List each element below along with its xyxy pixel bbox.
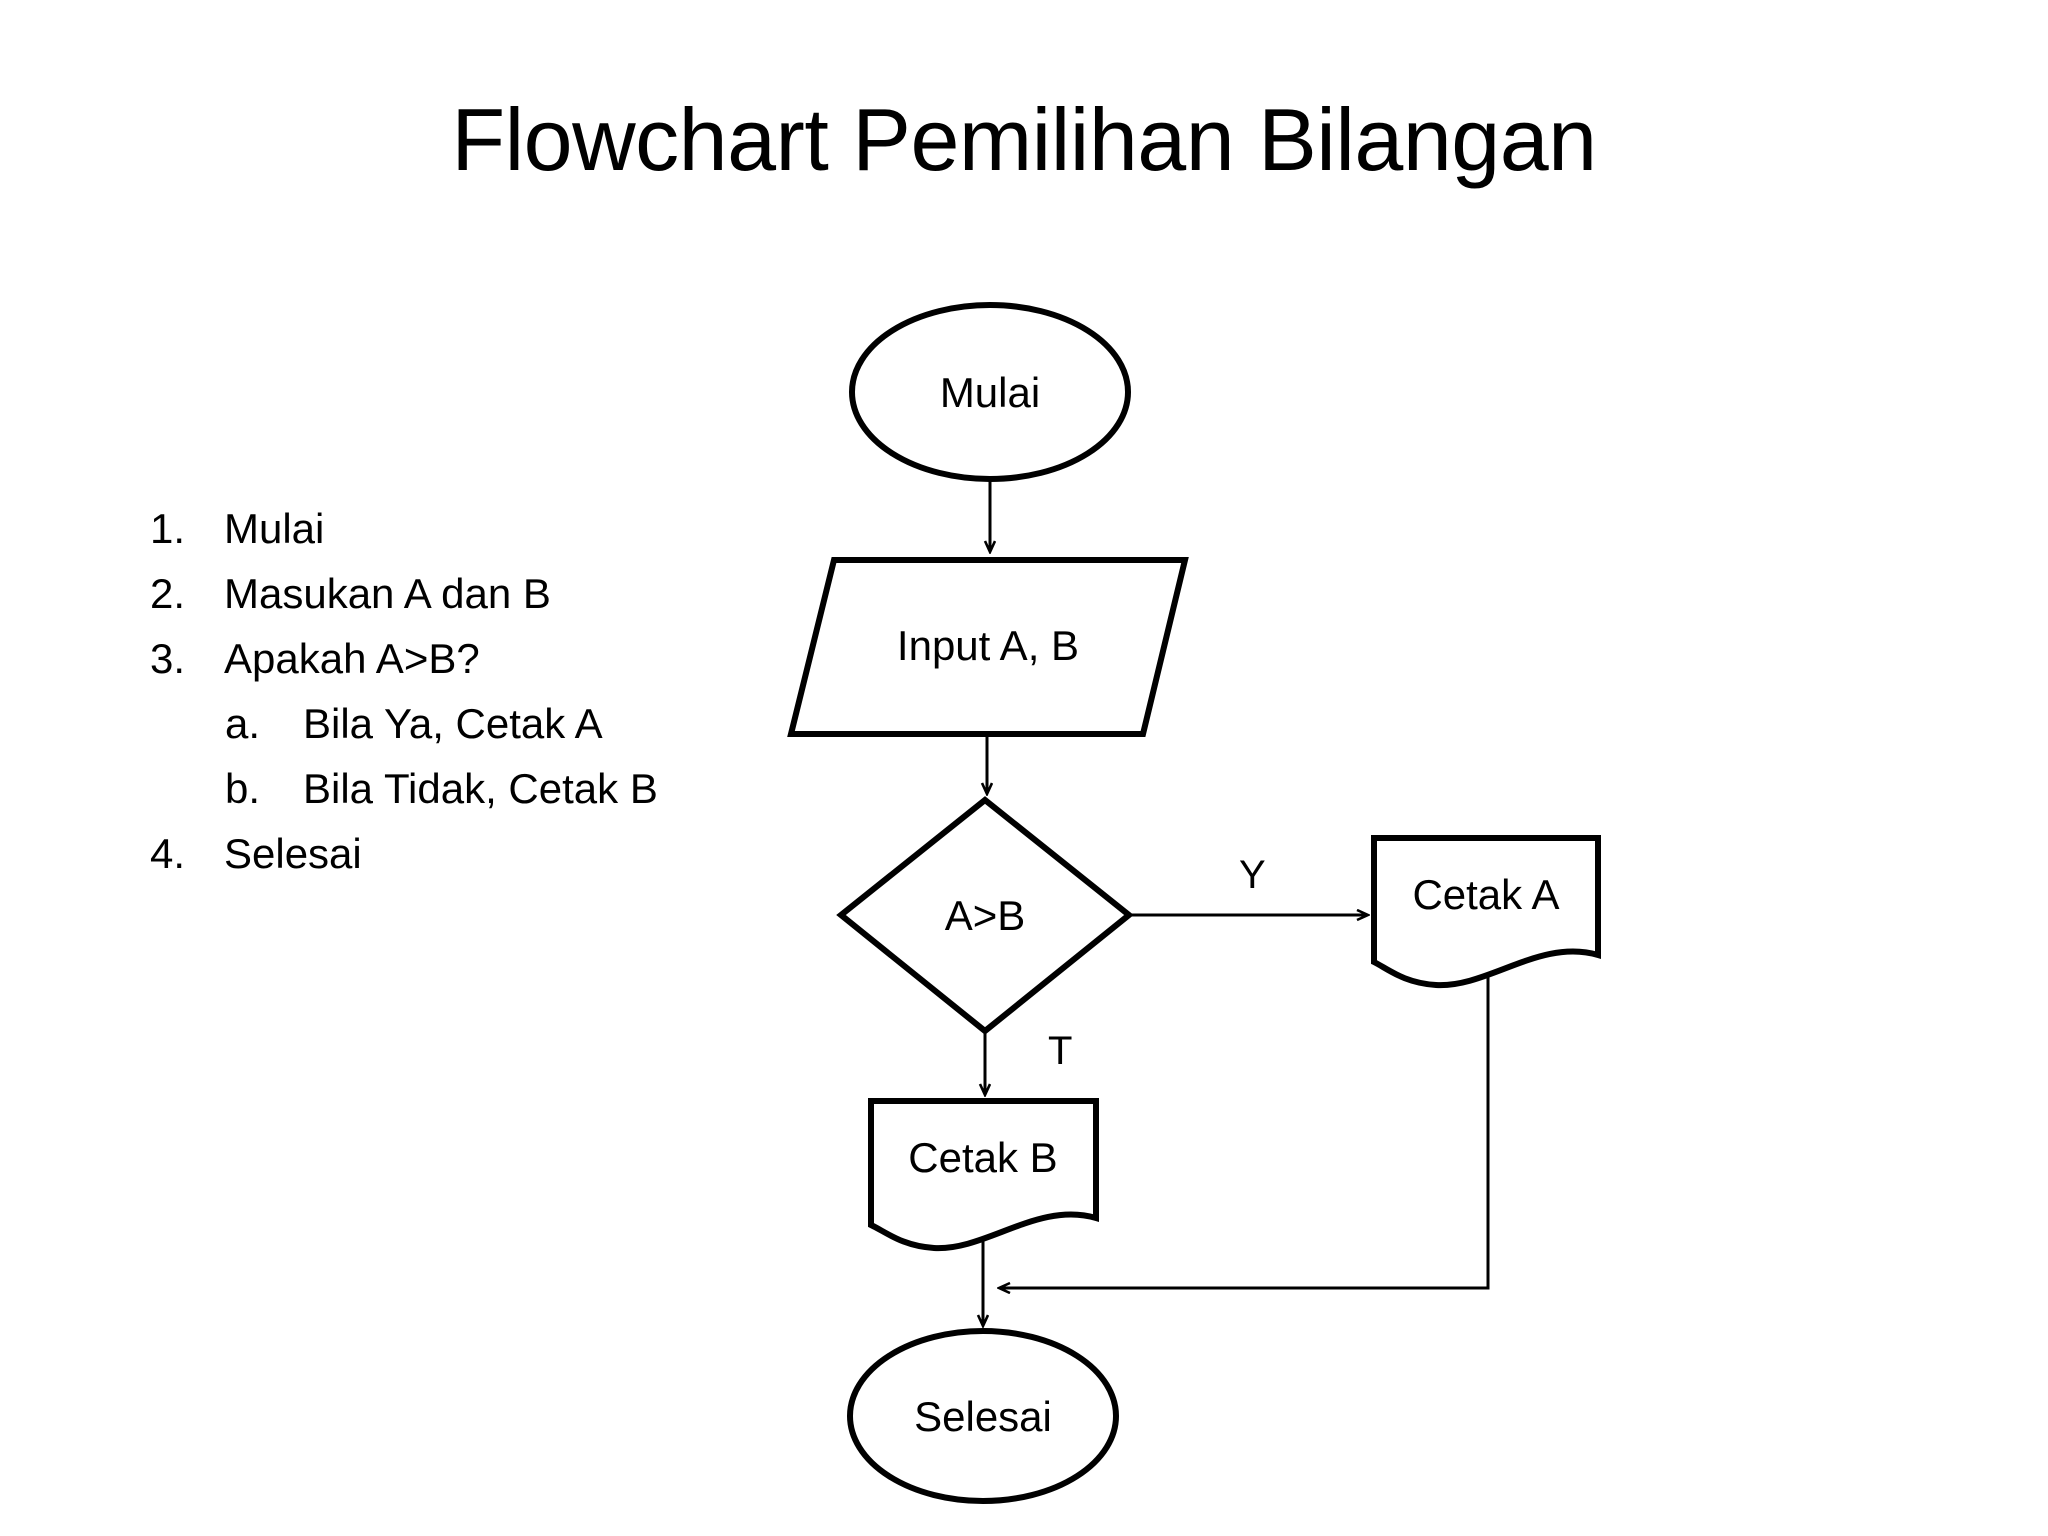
node-input-label: Input A, B — [896, 622, 1080, 669]
node-mulai-label: Mulai — [939, 369, 1041, 416]
list-item: b. Bila Tidak, Cetak B — [150, 756, 770, 821]
list-item-marker: 3. — [150, 635, 186, 682]
node-cetak-b-label: Cetak B — [908, 1134, 1058, 1181]
list-item: 3. Apakah A>B? — [150, 626, 770, 691]
list-item: 2. Masukan A dan B — [150, 561, 770, 626]
node-selesai-shape — [847, 1328, 1119, 1504]
edge-cetak-a-to-selesai — [1000, 976, 1490, 1288]
list-item-label: Masukan A dan B — [224, 570, 551, 617]
edge-label-no: T — [1048, 1029, 1073, 1073]
list-item-label: Mulai — [224, 505, 325, 552]
list-item-label: Bila Ya, Cetak A — [303, 700, 603, 747]
node-cetak-a-label: Cetak A — [1412, 871, 1560, 918]
list-item-label: Apakah A>B? — [224, 635, 480, 682]
node-cetak-b-shape — [868, 1098, 1099, 1252]
steps-list: 1. Mulai 2. Masukan A dan B 3. Apakah A>… — [150, 496, 770, 886]
list-item-marker: 2. — [150, 570, 186, 617]
list-item: 1. Mulai — [150, 496, 770, 561]
list-item-marker: a. — [225, 700, 261, 747]
node-decide-label: A>B — [944, 892, 1026, 939]
list-item-marker: b. — [225, 765, 261, 812]
list-item: a. Bila Ya, Cetak A — [150, 691, 770, 756]
node-input-shape — [787, 557, 1189, 737]
list-item: 4. Selesai — [150, 821, 770, 886]
node-selesai-label: Selesai — [914, 1393, 1052, 1440]
node-cetak-a-shape — [1371, 835, 1601, 989]
list-item-marker: 4. — [150, 830, 186, 877]
list-item-marker: 1. — [150, 505, 186, 552]
page-title: Flowchart Pemilihan Bilangan — [451, 90, 1597, 189]
list-item-label: Selesai — [224, 830, 362, 877]
edge-label-yes: Y — [1239, 853, 1266, 897]
list-item-label: Bila Tidak, Cetak B — [303, 765, 658, 812]
